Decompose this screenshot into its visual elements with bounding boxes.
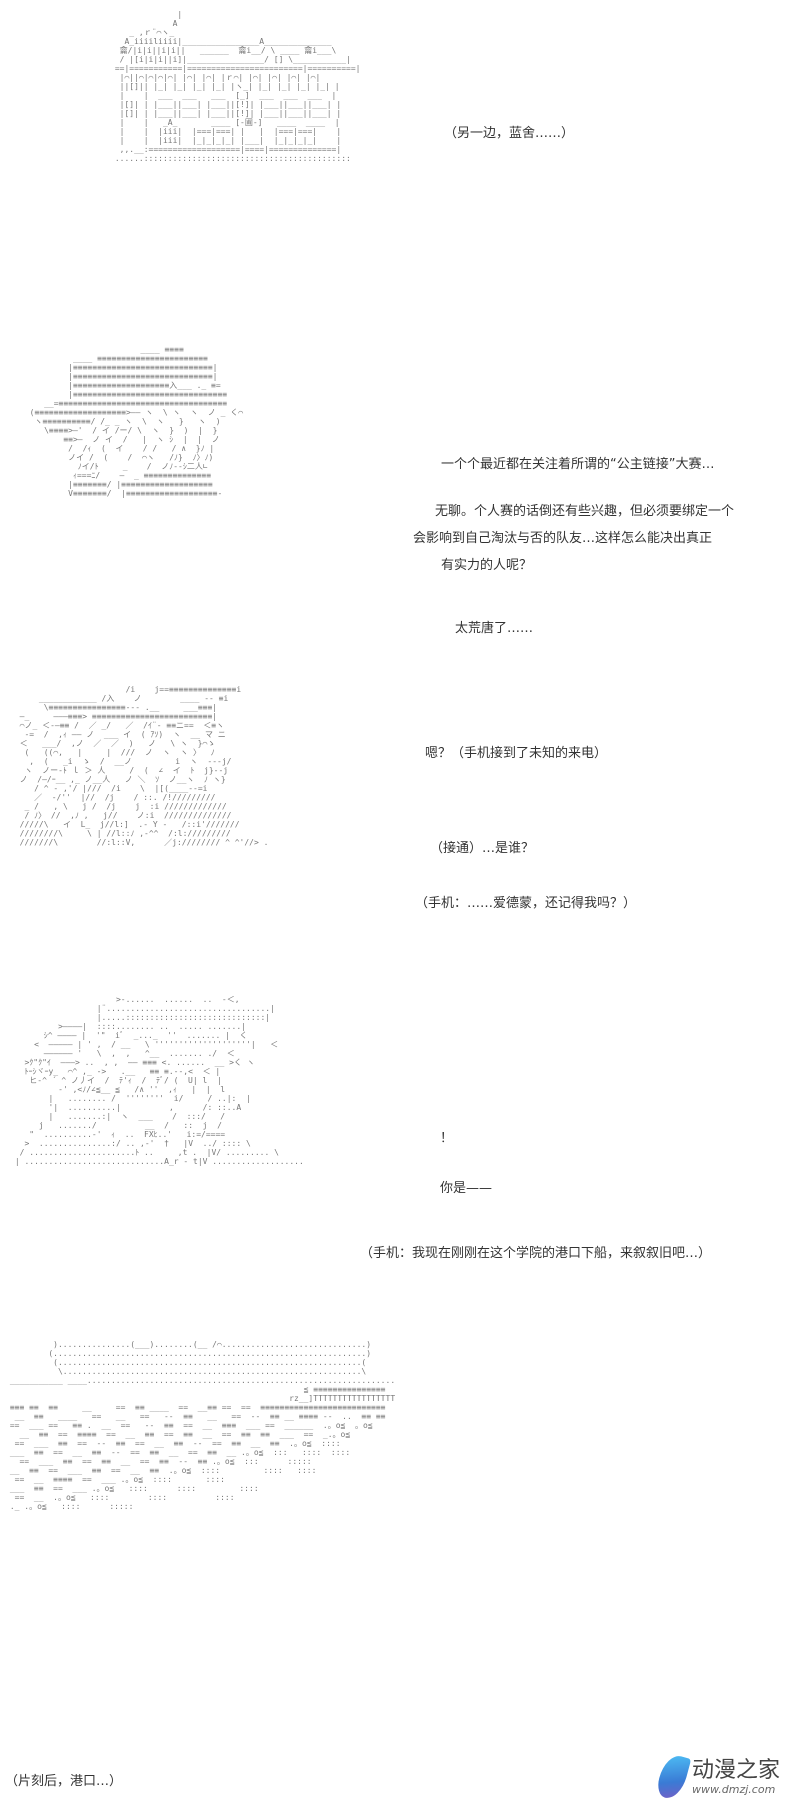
- dialogue-line: （接通）…是谁？: [430, 841, 535, 856]
- ascii-art-character-shock: >-...... ...... .. -＜, |¨...............…: [14, 995, 304, 1166]
- dialogue-line: 嗯？（手机接到了未知的来电）: [425, 746, 608, 761]
- watermark-logo: 动漫之家 www.dmzj.com: [654, 1752, 781, 1802]
- dialogue-line: （手机：我现在刚刚在这个学院的港口下船，来叙叙旧吧…）: [360, 1246, 712, 1261]
- dialogue-line: （手机：……爱德蒙，还记得我吗？）: [415, 896, 637, 911]
- caption-text: （另一边，蓝舍……）: [444, 126, 575, 141]
- watermark-name: 动漫之家: [692, 1757, 781, 1783]
- dialogue-line: ！: [440, 1131, 454, 1146]
- ascii-art-harbor-sea: )...............(___)........(__ /⌒.....…: [9, 1340, 396, 1511]
- dialogue-line: 有实力的人呢？: [441, 558, 533, 573]
- dialogue-line: 无聊。个人赛的话倒还有些兴趣，但必须要绑定一个: [435, 504, 735, 519]
- dialogue-line: 你是——: [440, 1181, 493, 1196]
- dialogue-line: 会影响到自己淘汰与否的队友…这样怎么能决出真正: [413, 531, 713, 546]
- ascii-art-character-phone: /i j==≡≡≡≡≡≡≡≡≡≡≡≡≡≡i ____________ /入 ノ …: [19, 685, 269, 847]
- watermark-url: www.dmzj.com: [692, 1782, 776, 1796]
- dialogue-line: 太荒唐了……: [455, 621, 534, 636]
- ascii-art-character-hat: ____ ≡≡≡≡ ____ ≡≡≡≡≡≡≡≡≡≡≡≡≡≡≡≡≡≡≡≡≡≡≡ |…: [29, 345, 244, 498]
- ascii-art-building: | A _ ,ｒ¨⌒ヽ_ A_iiiiliiii|_______________…: [114, 10, 361, 163]
- flame-logo-icon: [654, 1752, 692, 1802]
- dialogue-line: 一个个最近都在关注着所谓的“公主链接”大赛…: [441, 457, 715, 472]
- caption-text: （片刻后，港口…）: [5, 1774, 123, 1789]
